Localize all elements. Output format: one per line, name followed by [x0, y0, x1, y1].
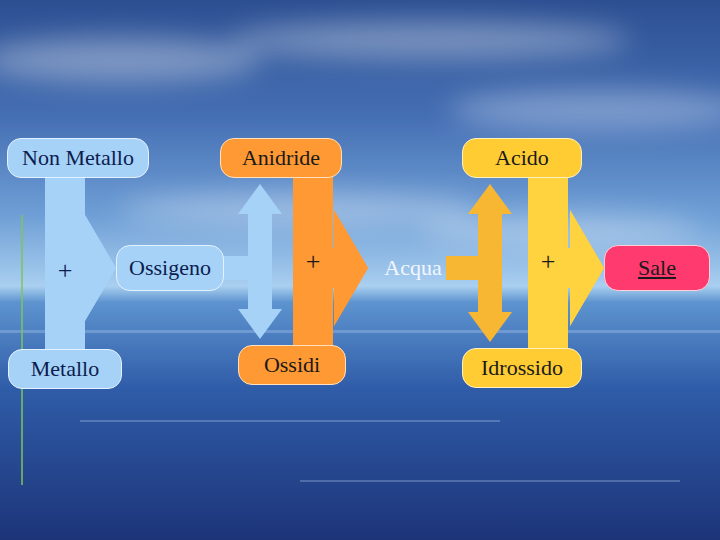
arrow-shaft: [458, 268, 490, 312]
split-arrow: [224, 184, 282, 268]
arrow-head: [468, 312, 512, 342]
product-box: Sale: [604, 245, 710, 291]
sea-glints: [0, 330, 720, 482]
arrow-head: [570, 210, 604, 326]
arrow-head: [468, 184, 512, 214]
plus-sign: +: [58, 258, 73, 284]
arrow-head: [82, 210, 116, 326]
split-arrow: [224, 268, 282, 339]
compound-box: Idrossido: [462, 348, 582, 388]
split-arrow: [458, 184, 512, 268]
merge-arrow: [65, 210, 116, 349]
merge-arrow: [313, 210, 368, 345]
node-label: Idrossido: [481, 356, 563, 380]
merge-arrow: [548, 210, 604, 348]
arrow-head: [334, 210, 368, 326]
node-label: Metallo: [31, 357, 99, 381]
arrow-head: [238, 184, 282, 214]
node-label: Ossidi: [264, 353, 320, 377]
clouds: [0, 22, 720, 244]
arrow-head: [570, 210, 604, 326]
node-label: Acqua: [384, 256, 441, 280]
element-box: Non Metallo: [7, 138, 149, 178]
node-label: Anidride: [242, 146, 320, 170]
arrow-shaft: [313, 268, 334, 345]
arrow-shaft: [224, 268, 260, 309]
compound-box: Acido: [462, 138, 582, 178]
split-arrow: [458, 268, 512, 342]
node-label: Acido: [495, 146, 549, 170]
node-label: Ossigeno: [129, 256, 211, 280]
arrow-head: [238, 309, 282, 339]
plus-sign: +: [306, 249, 321, 275]
reagent-box: Acqua: [368, 245, 458, 291]
arrow-head: [82, 210, 116, 326]
node-label: Sale: [638, 256, 676, 280]
element-box: Metallo: [8, 349, 122, 389]
reagent-box: Ossigeno: [116, 245, 224, 291]
compound-box: Ossidi: [238, 345, 346, 385]
arrow-head: [334, 210, 368, 326]
plus-sign: +: [541, 249, 556, 275]
compound-box: Anidride: [220, 138, 342, 178]
arrow-shaft: [548, 268, 570, 348]
node-label: Non Metallo: [22, 146, 134, 170]
